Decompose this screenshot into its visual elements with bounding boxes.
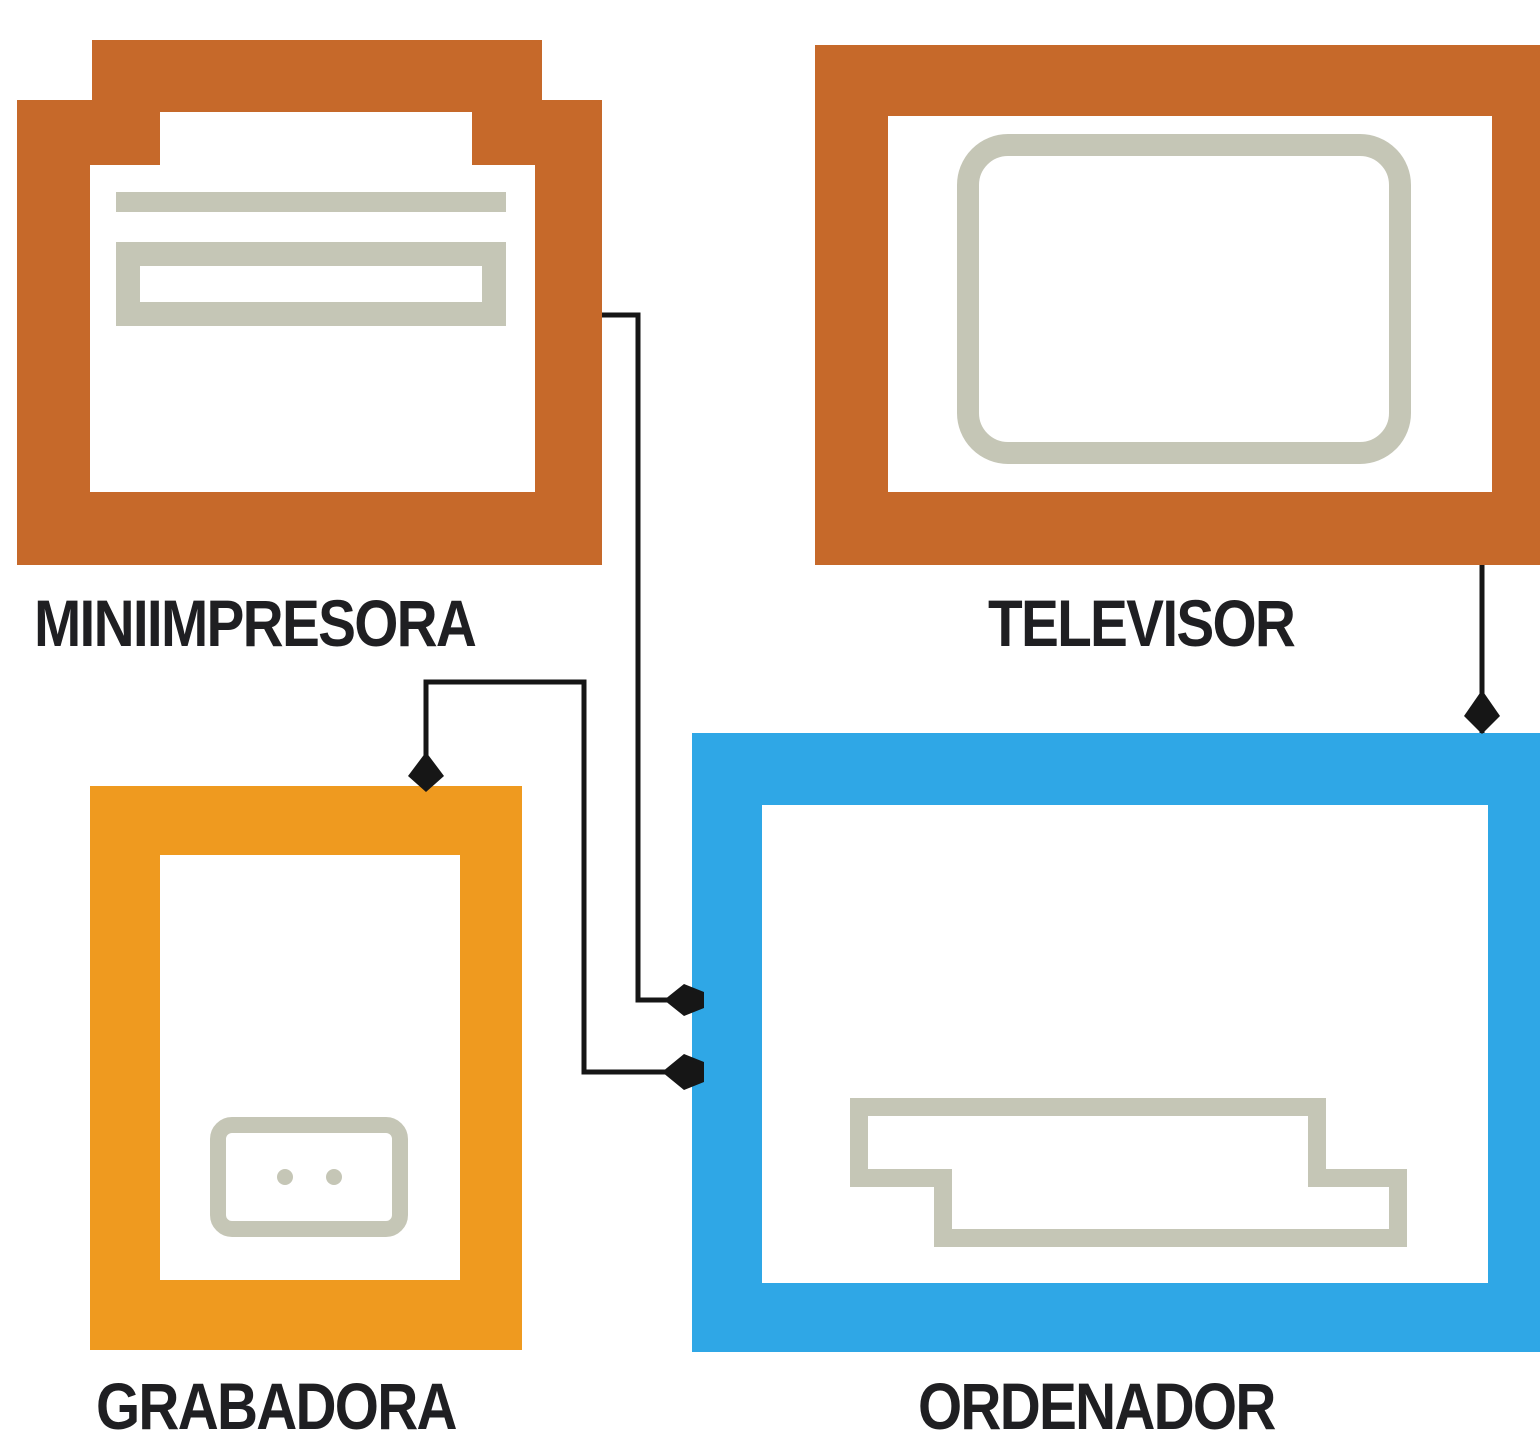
cassette-hole-right [326,1169,342,1185]
television-body [815,45,1540,565]
cassette-icon [210,1117,408,1237]
cassette-hole-left [277,1169,293,1185]
tv-screen-icon [957,134,1411,464]
keyboard-icon [850,1098,1407,1247]
printer-to-computer-cable [602,312,692,1003]
printer-device [17,40,602,565]
recorder-connector-head [662,1054,704,1090]
printer-label: MINIIMPRESORA [34,586,477,660]
recorder-label: GRABADORA [96,1369,457,1443]
printer-body [17,40,602,565]
printer-connector-head [664,984,704,1016]
recorder-to-computer-cable [423,679,692,1075]
computer-label: ORDENADOR [918,1369,1276,1443]
television-plug-head [1464,690,1500,734]
printer-paper-slot [116,192,506,212]
recorder-plug-head [408,752,444,792]
computer-body [692,733,1540,1352]
recorder-body [90,786,522,1350]
connector-heads [408,690,1500,1090]
computer-device [692,733,1540,1352]
recorder-device [90,786,522,1350]
television-device [815,45,1540,565]
printer-paper-tray [116,242,506,326]
television-label: TELEVISOR [988,586,1296,660]
